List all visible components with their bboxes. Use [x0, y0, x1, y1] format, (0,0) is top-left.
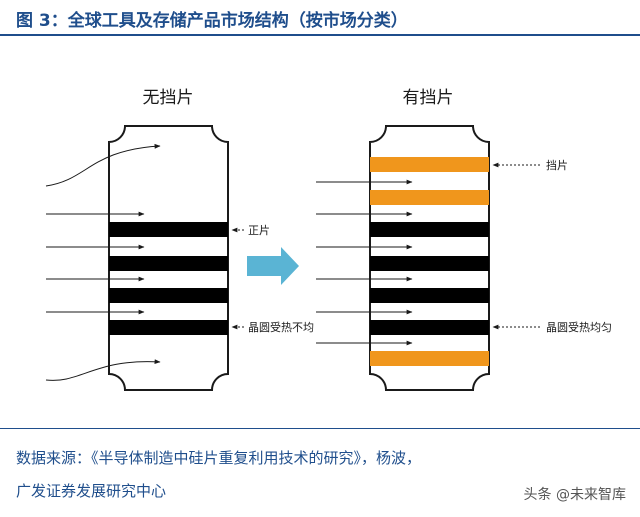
right-callouts	[492, 162, 540, 330]
transition-arrow	[247, 247, 299, 285]
title-rule	[0, 34, 640, 36]
wafer	[109, 256, 228, 271]
wafer-label: 正片	[248, 224, 270, 237]
uneven-heating-label: 晶圆受热不均	[248, 321, 314, 334]
curved-flow-arrow	[45, 359, 161, 381]
wafer	[109, 222, 228, 237]
even-heating-label: 晶圆受热均匀	[546, 321, 612, 334]
left-callouts	[231, 227, 244, 330]
left-heading: 无挡片	[143, 88, 194, 108]
left-wafers	[109, 222, 228, 335]
dummy-wafer	[370, 157, 489, 172]
right-wafers	[370, 157, 489, 366]
dummy-wafer	[370, 351, 489, 366]
wafer	[370, 256, 489, 271]
curved-flow-arrow	[45, 143, 161, 187]
wafer	[370, 320, 489, 335]
source-line-1: 数据来源：《半导体制造中硅片重复利用技术的研究》，杨波，	[16, 449, 422, 467]
right-heading: 有挡片	[403, 88, 454, 108]
figure-title: 图 3：全球工具及存储产品市场结构（按市场分类）	[16, 11, 408, 31]
wafer	[109, 288, 228, 303]
wafer	[370, 222, 489, 237]
wafer	[109, 320, 228, 335]
right-gas-flow-arrows	[316, 179, 413, 346]
left-chamber	[108, 125, 229, 391]
left-gas-flow-arrows	[45, 143, 161, 381]
right-chamber	[369, 125, 490, 391]
source-note: 数据来源：《半导体制造中硅片重复利用技术的研究》，杨波， 广发证券发展研究中心	[16, 442, 616, 508]
wafer	[370, 288, 489, 303]
watermark: 头条 @未来智库	[523, 487, 626, 503]
source-line-2: 广发证券发展研究中心	[16, 482, 167, 500]
source-rule	[0, 428, 640, 429]
dummy-wafer-label: 挡片	[546, 158, 568, 172]
dummy-wafer	[370, 190, 489, 205]
